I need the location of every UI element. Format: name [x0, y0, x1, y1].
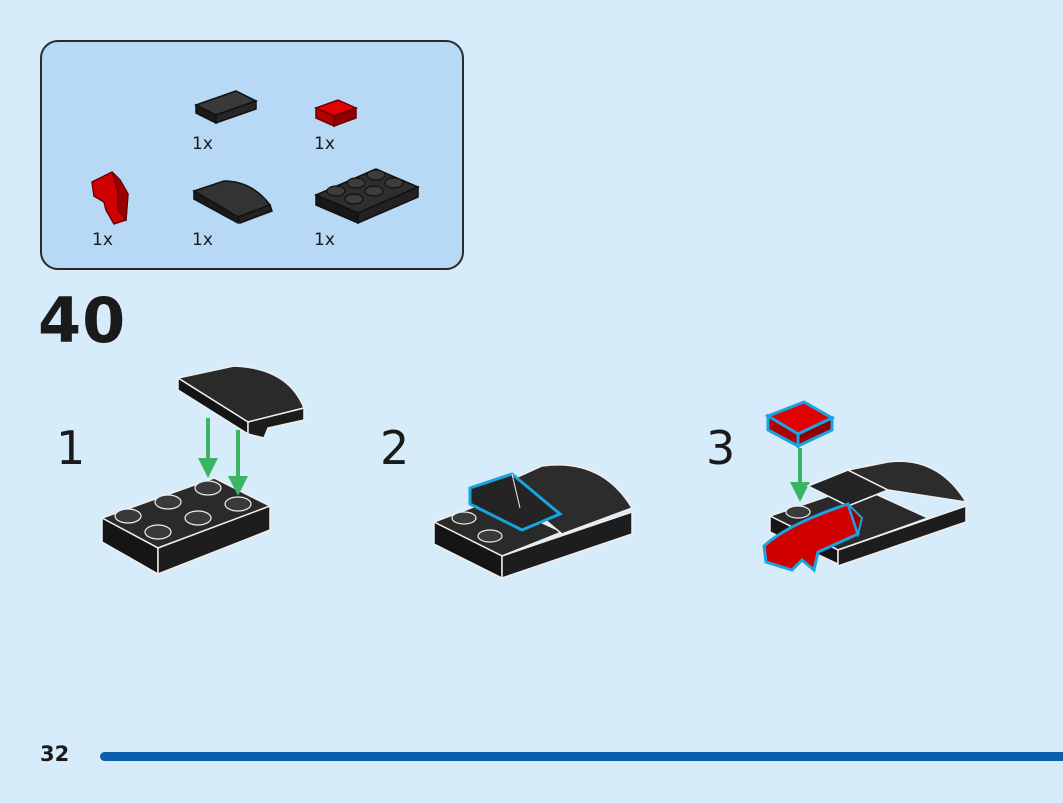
black-tile-1x2-icon: [192, 87, 260, 127]
red-tile-1x1-icon: [312, 94, 362, 130]
substep-number: 1: [56, 421, 86, 475]
part-qty: 1x: [314, 230, 335, 250]
part-qty: 1x: [92, 230, 113, 250]
page-number: 32: [40, 742, 70, 766]
substep-3-illustration: [758, 394, 973, 579]
black-curved-slope-icon: [190, 177, 280, 225]
substep-number: 3: [706, 421, 736, 475]
red-curved-wedge-icon: [88, 170, 138, 228]
black-plate-2x3-icon: [312, 157, 422, 227]
part-qty: 1x: [192, 230, 213, 250]
step-number: 40: [38, 284, 127, 357]
substep-number: 2: [380, 421, 410, 475]
part-qty: 1x: [314, 134, 335, 154]
substep-1-illustration: [98, 360, 318, 580]
part-qty: 1x: [192, 134, 213, 154]
substep-2-illustration: [432, 458, 642, 588]
progress-bar: [100, 752, 1063, 761]
parts-callout-box: 1x 1x 1x 1x: [40, 40, 464, 270]
